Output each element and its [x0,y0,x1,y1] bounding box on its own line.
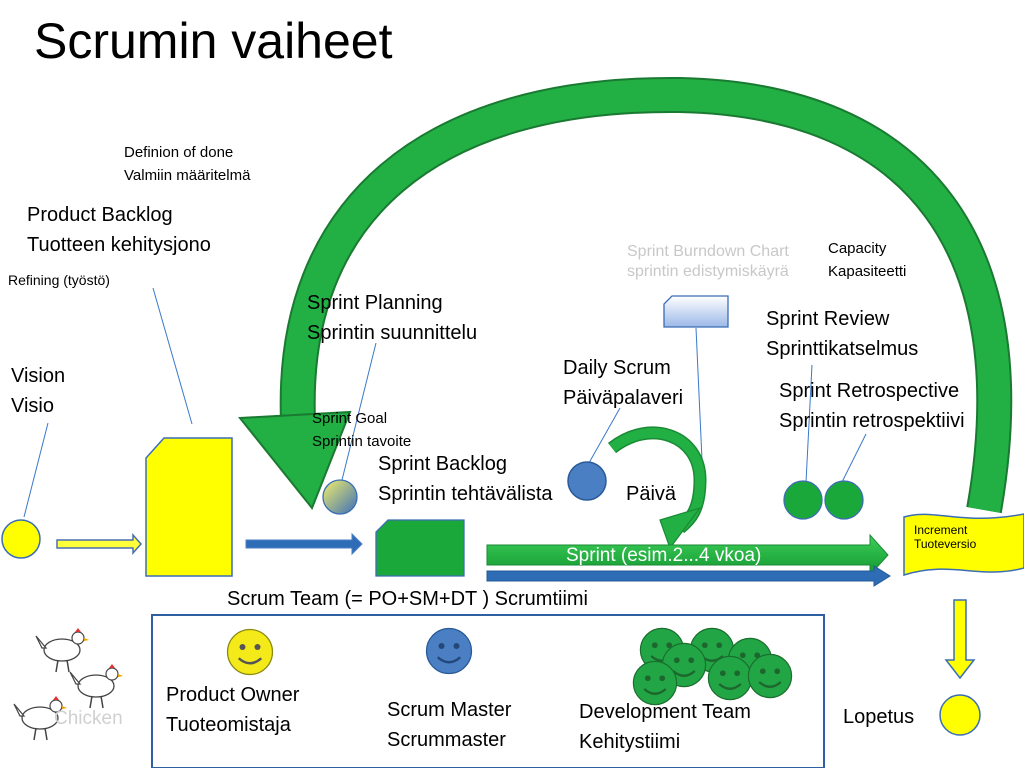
feedback-loop-arrow [238,76,1013,514]
increment-flag-icon [903,513,1024,577]
day-label: Päivä [626,483,677,505]
sprint-review-circle [783,480,823,520]
callout-lines [23,287,867,518]
sprint-arrow-blue [486,565,891,587]
daily-scrum-circle [567,461,607,501]
backlog-arrow-icon [245,532,363,556]
sprint-arrow-label: Sprint (esim.2...4 vkoa) [566,545,762,566]
end-arrow-icon [944,599,976,680]
chicken-label: Chicken [54,708,123,729]
sprint-goal-circle [322,479,358,515]
vision-circle [1,519,41,559]
scrum-team-box [151,614,825,768]
vision-arrow-icon [56,533,143,555]
end-label: Lopetus [843,706,915,728]
burndown-chart-document-icon [663,295,729,328]
sprint-arrow-green [486,533,889,577]
day-loop-arrow-icon [607,426,707,550]
scrum-team-label: Scrum Team (= PO+SM+DT ) Scrumtiimi [227,588,588,610]
refining-label: Refining (työstö) [8,272,110,288]
development-team-smileys-icon [632,627,793,706]
scrum-master-smiley-icon [425,627,473,675]
end-circle [939,694,981,736]
sprint-backlog-document-icon [375,519,465,577]
product-backlog-document-icon [145,437,233,577]
page-title: Scrumin vaiheet [34,13,393,69]
sprint-retro-circle [824,480,864,520]
product-owner-smiley-icon [226,628,274,676]
